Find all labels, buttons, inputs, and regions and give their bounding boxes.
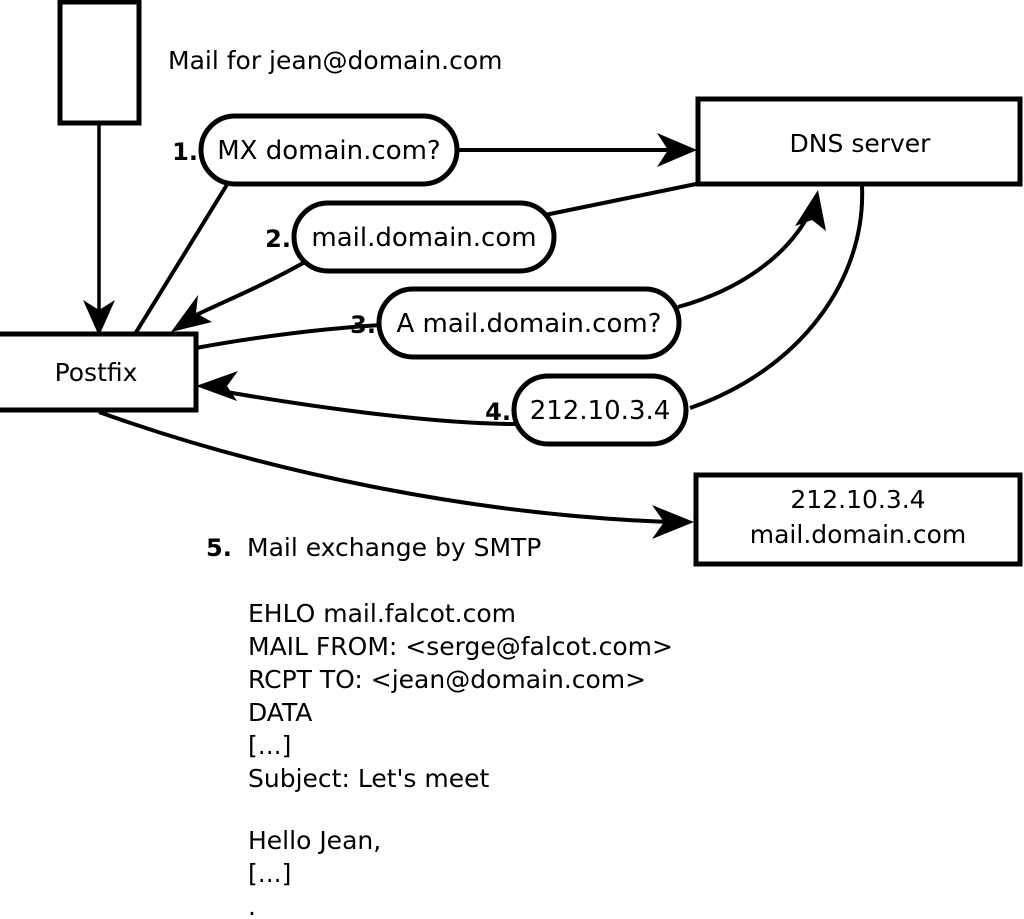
- dns-server-box: [695, 96, 1023, 187]
- step-4-label: 212.10.3.4: [530, 396, 671, 426]
- dns-server-label: DNS server: [790, 129, 932, 158]
- connector-dns-to-step4: [689, 185, 865, 410]
- smtp-line-8: [...]: [248, 859, 291, 888]
- step-5-label: Mail exchange by SMTP: [247, 533, 541, 562]
- step-1-number: 1.: [172, 138, 198, 166]
- step-4-bubble: 212.10.3.4: [511, 373, 689, 447]
- step-3-number: 3.: [350, 311, 376, 339]
- connector-step1-to-dns: [458, 133, 697, 167]
- smtp-line-0: EHLO mail.falcot.com: [248, 599, 516, 628]
- connector-mail-to-postfix: [83, 125, 115, 336]
- diagram-title: Mail for jean@domain.com: [168, 46, 503, 75]
- step-2-number: 2.: [265, 225, 291, 253]
- smtp-line-4: [...]: [248, 731, 291, 760]
- smtp-line-2: RCPT TO: <jean@domain.com>: [248, 665, 646, 694]
- connector-step2-to-postfix: [171, 260, 306, 332]
- mail-source-box: [57, 0, 142, 126]
- target-server-hostname: mail.domain.com: [750, 520, 966, 549]
- smtp-line-9: .: [248, 892, 256, 919]
- connector-step1-tail: [133, 181, 230, 336]
- postfix-box: [0, 331, 199, 413]
- step-3-bubble: A mail.domain.com?: [376, 286, 682, 360]
- step-2-label: mail.domain.com: [311, 223, 536, 253]
- step-1-bubble: MX domain.com?: [198, 113, 460, 187]
- target-server-ip: 212.10.3.4: [790, 485, 925, 514]
- step-5-number: 5.: [206, 534, 232, 562]
- connector-step4-to-postfix: [196, 371, 517, 426]
- smtp-line-7: Hello Jean,: [248, 826, 381, 855]
- smtp-line-1: MAIL FROM: <serge@falcot.com>: [248, 632, 673, 661]
- connector-step3-to-dns: [677, 190, 826, 309]
- connector-postfix-to-target: [98, 410, 694, 539]
- target-server-box: [693, 472, 1023, 567]
- smtp-line-5: Subject: Let's meet: [248, 764, 489, 793]
- step-1-label: MX domain.com?: [217, 136, 440, 166]
- connector-postfix-to-step3: [195, 323, 383, 350]
- step-4-number: 4.: [485, 398, 511, 426]
- connector-dns-to-step2: [544, 182, 697, 217]
- smtp-line-3: DATA: [248, 698, 312, 727]
- postfix-label: Postfix: [55, 358, 138, 387]
- step-3-label: A mail.domain.com?: [397, 309, 662, 339]
- step-2-bubble: mail.domain.com: [291, 200, 557, 274]
